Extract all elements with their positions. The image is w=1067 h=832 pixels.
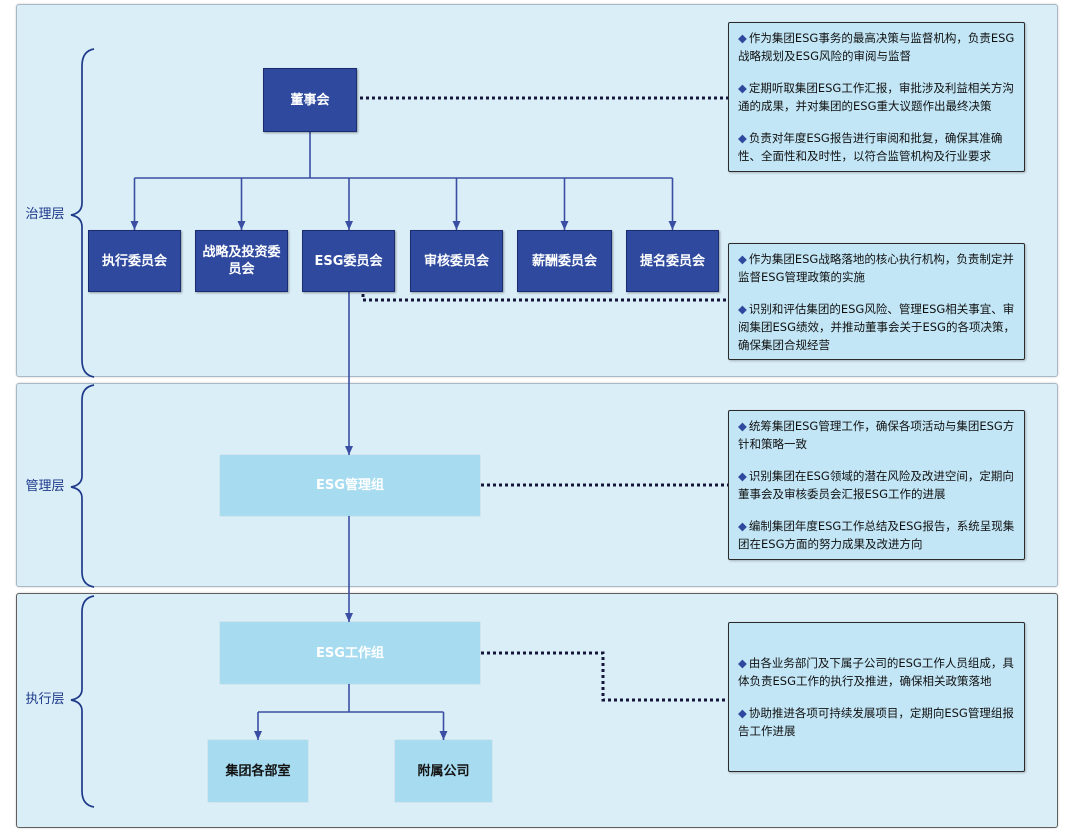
- esg-committee-description-box: ◆作为集团ESG战略落地的核心执行机构，负责制定并监督ESG管理政策的实施 ◆识…: [728, 243, 1025, 360]
- description-item: ◆识别和评估集团的ESG风险、管理ESG相关事宜、审阅集团ESG绩效，并推动董事…: [738, 300, 1017, 354]
- group-departments-node: 集团各部室: [208, 740, 308, 802]
- audit-committee-node: 审核委员会: [410, 230, 503, 292]
- dotted-leader-esg-working-group: [481, 651, 728, 702]
- brace-governance-layer: [70, 48, 95, 378]
- description-text: 识别集团在ESG领域的潜在风险及改进空间，定期向董事会及审核委员会汇报ESG工作…: [738, 469, 1014, 501]
- diamond-bullet-icon: ◆: [738, 656, 747, 670]
- execution-layer-label: 执行层: [25, 692, 65, 707]
- esg-working-group-description-box: ◆由各业务部门及下属子公司的ESG工作人员组成，具体负责ESG工作的执行及推进，…: [728, 622, 1025, 772]
- description-text: 统筹集团ESG管理工作，确保各项活动与集团ESG方针和策略一致: [738, 419, 1015, 451]
- esg-committee-node: ESG委员会: [302, 230, 395, 292]
- diamond-bullet-icon: ◆: [738, 469, 747, 483]
- esg-management-group-description-box: ◆统筹集团ESG管理工作，确保各项活动与集团ESG方针和策略一致 ◆识别集团在E…: [728, 410, 1025, 560]
- brace-management-layer: [70, 384, 95, 588]
- diamond-bullet-icon: ◆: [738, 251, 747, 266]
- governance-layer-label: 治理层: [25, 207, 65, 222]
- description-text: 定期听取集团ESG工作汇报，审批涉及利益相关方沟通的成果，并对集团的ESG重大议…: [738, 81, 1014, 113]
- description-text: 负责对年度ESG报告进行审阅和批复，确保其准确性、全面性和及时性，以符合监管机构…: [738, 131, 1003, 163]
- description-text: 协助推进各项可持续发展项目，定期向ESG管理组报告工作进展: [738, 706, 1014, 738]
- dotted-leader-esg-committee: [361, 294, 728, 302]
- diamond-bullet-icon: ◆: [738, 301, 747, 316]
- subsidiaries-node: 附属公司: [395, 740, 492, 802]
- board-description-box: ◆作为集团ESG事务的最高决策与监督机构，负责ESG战略规划及ESG风险的审阅与…: [728, 22, 1025, 172]
- diamond-bullet-icon: ◆: [738, 31, 747, 45]
- description-text: 识别和评估集团的ESG风险、管理ESG相关事宜、审阅集团ESG绩效，并推动董事会…: [738, 301, 1015, 352]
- description-text: 由各业务部门及下属子公司的ESG工作人员组成，具体负责ESG工作的执行及推进，确…: [738, 656, 1014, 688]
- board-node: 董事会: [263, 68, 357, 132]
- description-item: ◆定期听取集团ESG工作汇报，审批涉及利益相关方沟通的成果，并对集团的ESG重大…: [738, 79, 1017, 115]
- description-item: ◆负责对年度ESG报告进行审阅和批复，确保其准确性、全面性和及时性，以符合监管机…: [738, 129, 1017, 165]
- strategy-investment-committee-node: 战略及投资委员会: [195, 230, 288, 292]
- description-item: ◆编制集团年度ESG工作总结及ESG报告，系统呈现集团在ESG方面的努力成果及改…: [738, 517, 1017, 553]
- executive-committee-node: 执行委员会: [88, 230, 181, 292]
- diamond-bullet-icon: ◆: [738, 706, 747, 720]
- diamond-bullet-icon: ◆: [738, 419, 747, 433]
- description-item: ◆识别集团在ESG领域的潜在风险及改进空间，定期向董事会及审核委员会汇报ESG工…: [738, 467, 1017, 503]
- description-text: 作为集团ESG战略落地的核心执行机构，负责制定并监督ESG管理政策的实施: [738, 251, 1014, 284]
- remuneration-committee-node: 薪酬委员会: [517, 230, 612, 292]
- description-item: ◆统筹集团ESG管理工作，确保各项活动与集团ESG方针和策略一致: [738, 417, 1017, 453]
- brace-execution-layer: [70, 595, 95, 808]
- description-item: ◆由各业务部门及下属子公司的ESG工作人员组成，具体负责ESG工作的执行及推进，…: [738, 654, 1017, 690]
- description-text: 编制集团年度ESG工作总结及ESG报告，系统呈现集团在ESG方面的努力成果及改进…: [738, 519, 1015, 551]
- description-item: ◆作为集团ESG事务的最高决策与监督机构，负责ESG战略规划及ESG风险的审阅与…: [738, 29, 1017, 65]
- diamond-bullet-icon: ◆: [738, 131, 747, 145]
- description-item: ◆协助推进各项可持续发展项目，定期向ESG管理组报告工作进展: [738, 704, 1017, 740]
- description-item: ◆作为集团ESG战略落地的核心执行机构，负责制定并监督ESG管理政策的实施: [738, 250, 1017, 286]
- esg-management-group-node: ESG管理组: [220, 455, 480, 516]
- diamond-bullet-icon: ◆: [738, 81, 747, 95]
- management-layer-label: 管理层: [25, 479, 65, 494]
- nomination-committee-node: 提名委员会: [626, 230, 719, 292]
- esg-working-group-node: ESG工作组: [220, 622, 480, 684]
- description-text: 作为集团ESG事务的最高决策与监督机构，负责ESG战略规划及ESG风险的审阅与监…: [738, 31, 1015, 63]
- diamond-bullet-icon: ◆: [738, 519, 747, 533]
